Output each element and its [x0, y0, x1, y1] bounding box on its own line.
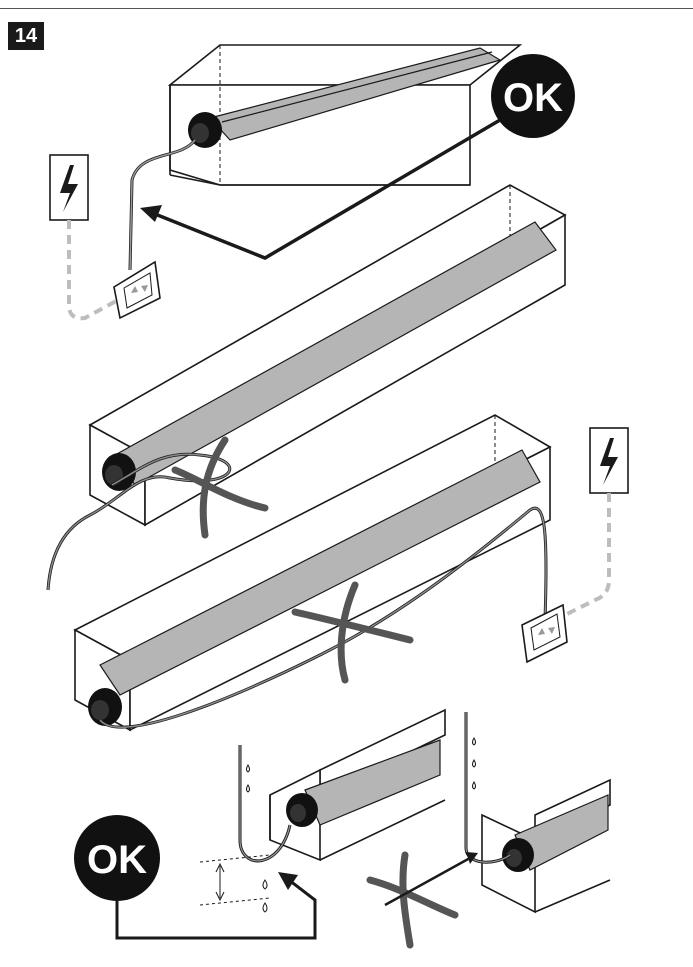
power-warning-icon [49, 154, 89, 221]
bottom-right-tube [502, 794, 609, 872]
arrow-icon [149, 118, 501, 260]
switch-icon [521, 603, 568, 664]
middle-tube-2 [88, 449, 541, 726]
ok-badge-bottom: OK [74, 815, 160, 901]
power-warning-icon [589, 427, 629, 494]
cross-mark-icon [291, 581, 414, 684]
ok-label-top: OK [503, 76, 563, 120]
dashed-wire-top [67, 220, 119, 321]
cross-mark-icon [366, 851, 459, 949]
height-indicator [199, 854, 271, 906]
ok-label-bottom: OK [87, 838, 147, 882]
top-box [167, 44, 523, 186]
top-rule [0, 8, 693, 9]
cross-mark-icon [171, 436, 269, 539]
water-drop-icon [246, 764, 268, 913]
top-tube [188, 47, 502, 148]
bottom-center-tube [286, 739, 441, 827]
arrow-icon [384, 856, 471, 907]
arrow-icon [115, 875, 317, 940]
step-number-badge: 14 [8, 22, 44, 50]
switch-icon [113, 260, 161, 320]
dashed-wire-right [564, 493, 611, 617]
water-drop-icon [472, 737, 476, 790]
ok-badge-top: OK [491, 54, 575, 138]
